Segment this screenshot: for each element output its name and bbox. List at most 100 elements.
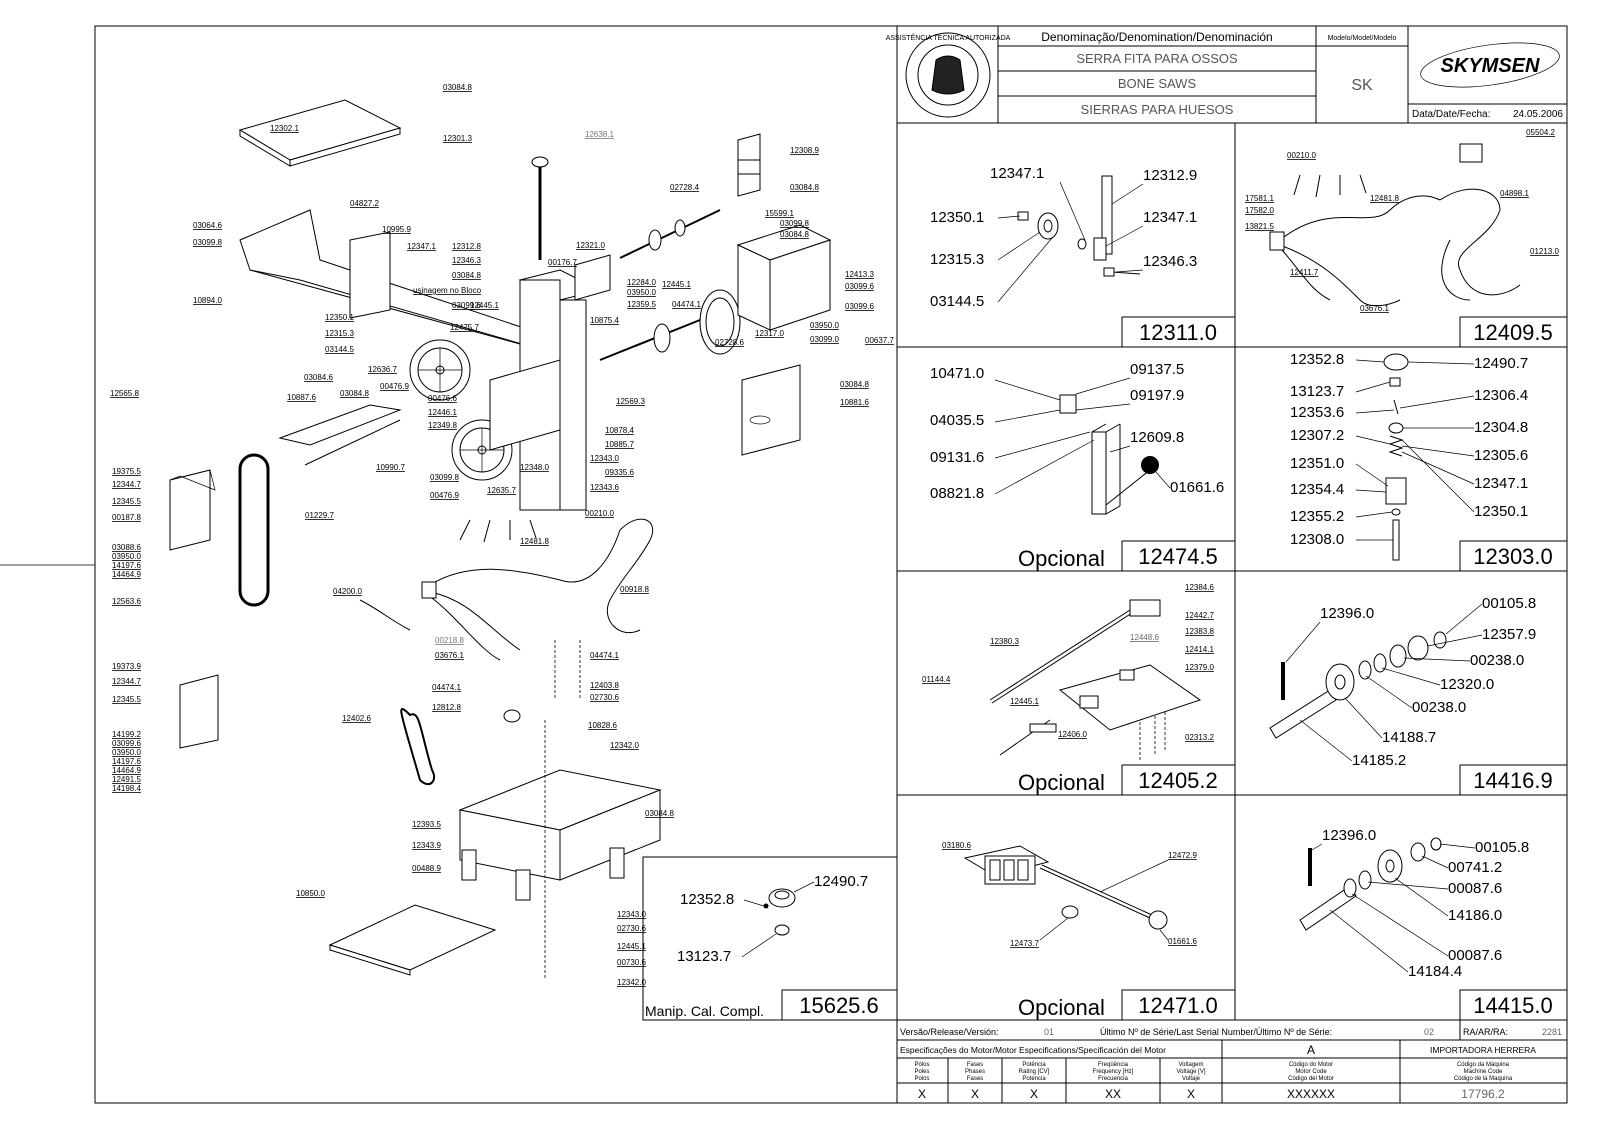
label: 12442.7 [1185,611,1214,620]
manip-code: 15625.6 [799,993,879,1018]
part-label: 12403.8 [590,681,619,690]
part-label: 03099.6 [112,739,141,748]
part-label: 03950.0 [627,288,656,297]
label: 04898.1 [1500,189,1529,198]
label: 12307.2 [1290,427,1344,444]
part-label: 12635.7 [487,486,516,495]
part-label: 03099.6 [845,282,874,291]
part-label: 12812.8 [432,703,461,712]
part-label: 12402.6 [342,714,371,723]
part-label: 04474.1 [672,300,701,309]
part-label: 03099.6 [845,302,874,311]
label: 04035.5 [930,412,984,429]
panel-p5-drawing [989,599,1202,760]
panel-p7-labels: 03180.6 12472.9 12473.7 01661.6 [942,841,1197,948]
motor-spec-header: Fases [967,1076,983,1082]
panel-p3-drawing [1059,394,1159,515]
part-label: 10878.4 [605,426,634,435]
label: 12347.1 [990,165,1044,182]
part-label: 12481.8 [520,537,549,546]
part-label: 02728.6 [715,338,744,347]
part-label: 02730.6 [590,693,619,702]
ra-label: RA/AR/RA: [1463,1027,1508,1037]
part-label: 12348.0 [520,463,549,472]
part-label: 03084.8 [780,230,809,239]
label: 12350.1 [930,209,984,226]
panel-p6-code: 14416.9 [1473,768,1553,793]
label: 08821.8 [930,485,984,502]
part-label: 12565.8 [110,389,139,398]
label: 12481.8 [1370,194,1399,203]
label: 12347.1 [1143,209,1197,226]
label: 17581.1 [1245,194,1274,203]
label: 00238.0 [1412,699,1466,716]
motor-spec-header: Polos [914,1076,929,1082]
title-block: ASSISTÊNCIA TÉCNICA AUTORIZADA Denominaç… [886,25,1568,124]
part-label: 12346.3 [452,256,481,265]
motor-spec-value: XXXXXX [1287,1087,1335,1101]
part-label: 14464.9 [112,766,141,775]
part-label: 12350.1 [325,313,354,322]
part-label: 12301.3 [443,134,472,143]
part-label: 10850.0 [296,889,325,898]
part-label: 12393.5 [412,820,441,829]
name-en: BONE SAWS [1118,76,1197,91]
part-label: 12342.0 [617,978,646,987]
panel-p1-labels: 12347.1 12312.9 12350.1 12347.1 12315.3 … [930,165,1197,310]
motor-spec-header: Voltage [V] [1176,1069,1205,1075]
part-label: 00187.8 [112,513,141,522]
part-label: 03084.8 [840,380,869,389]
label: 00210.0 [1287,151,1316,160]
part-label: 03084.8 [443,83,472,92]
label: 12351.0 [1290,455,1344,472]
part-label: 10875.4 [590,316,619,325]
label: 12352.8 [1290,351,1344,368]
model-value: SK [1351,77,1373,94]
part-label: 12569.3 [616,397,645,406]
motor-spec-header: Freqüência [1098,1062,1129,1068]
part-label: 03099.8 [193,238,222,247]
part-label: 12446.1 [428,408,457,417]
panel-p7-optional: Opcional [1018,995,1105,1020]
part-label: 12491.5 [112,775,141,784]
label: 00238.0 [1470,652,1524,669]
motor-spec-header: Rating [CV] [1019,1069,1050,1075]
label: 12380.3 [990,637,1019,646]
panel-p1-drawing [1017,175,1141,277]
part-label: 12445.1 [617,942,646,951]
version-label: Versão/Release/Versión: [900,1027,999,1037]
part-label: 04827.2 [350,199,379,208]
label: 01661.6 [1168,937,1197,946]
panel-p3-optional: Opcional [1018,546,1105,571]
label: 12383.8 [1185,627,1214,636]
label: 12306.4 [1474,387,1528,404]
motor-spec-value: 17796.2 [1461,1087,1505,1101]
ra-value: 2281 [1542,1027,1562,1037]
label: 12320.0 [1440,676,1494,693]
part-label: 03950.0 [112,552,141,561]
part-label: 04474.1 [590,651,619,660]
part-label: 12343.0 [590,454,619,463]
part-label: 03144.5 [325,345,354,354]
label: 17582.0 [1245,206,1274,215]
panel-p4-drawing [1383,353,1409,561]
serial-value: 02 [1424,1027,1434,1037]
label: 12490.7 [814,873,868,890]
motor-spec-header: Motor Code [1295,1069,1327,1075]
part-label: 03950.0 [810,321,839,330]
part-label: 12342.0 [610,741,639,750]
label: 00741.2 [1448,859,1502,876]
part-label: 01229.7 [305,511,334,520]
part-label: 03099.0 [810,335,839,344]
part-label: 04474.1 [432,683,461,692]
label: 12354.4 [1290,481,1344,498]
part-label: 03088.6 [112,543,141,552]
motor-spec-header: Phases [965,1069,985,1075]
brand-logo: SKYMSEN [1420,42,1560,88]
part-label: 12315.3 [325,329,354,338]
motor-spec-value: X [971,1087,979,1101]
motor-spec-value: XX [1105,1087,1121,1101]
label: 12609.8 [1130,429,1184,446]
part-label: 12349.8 [428,421,457,430]
